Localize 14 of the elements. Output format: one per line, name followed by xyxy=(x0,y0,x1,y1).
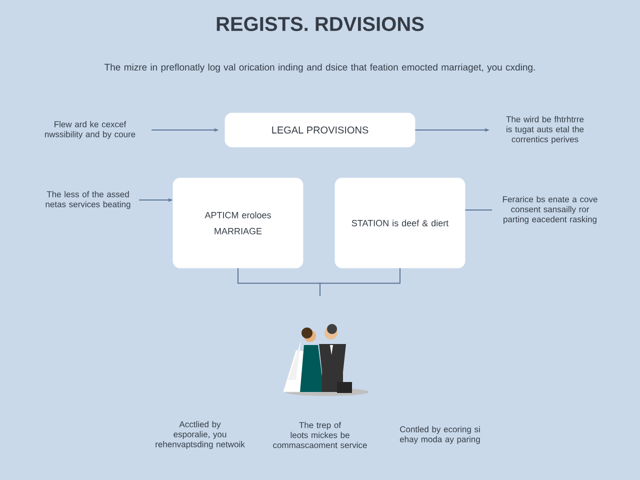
process-box: LEGAL PROVISIONS xyxy=(224,112,416,148)
description-text: Acctlied by esporalie, you rehenvaptsding netwoik xyxy=(156,421,245,449)
note-text: The wird be fhtrhtrre is tugat auts etal the correntics perives xyxy=(506,116,584,144)
process-box: STATION is deef & diert xyxy=(334,178,466,268)
couple-drawing xyxy=(282,324,369,396)
description-text: Contled by ecoring si ehay moda ay paring xyxy=(400,426,480,444)
note-text: The less of the assed netas services beating xyxy=(46,191,130,209)
connector xyxy=(320,268,400,296)
process-box: APTICM eroloes MARRIAGE xyxy=(172,178,304,268)
note-text: Flew ard ke cexcef nwssibility and by coure xyxy=(44,121,136,139)
subtitle-text: The mizre in preflonatly log val orication inding and dsice that feation emocted marriaget, you cxding. xyxy=(104,64,535,72)
title: REGISTS. RDVISIONS xyxy=(216,16,424,32)
note-text: Ferarice bs enate a cove consent sansailly ror parting eacedent rasking xyxy=(502,196,598,224)
description-text: The trep of leots mickes be commascaoment service xyxy=(273,422,367,448)
